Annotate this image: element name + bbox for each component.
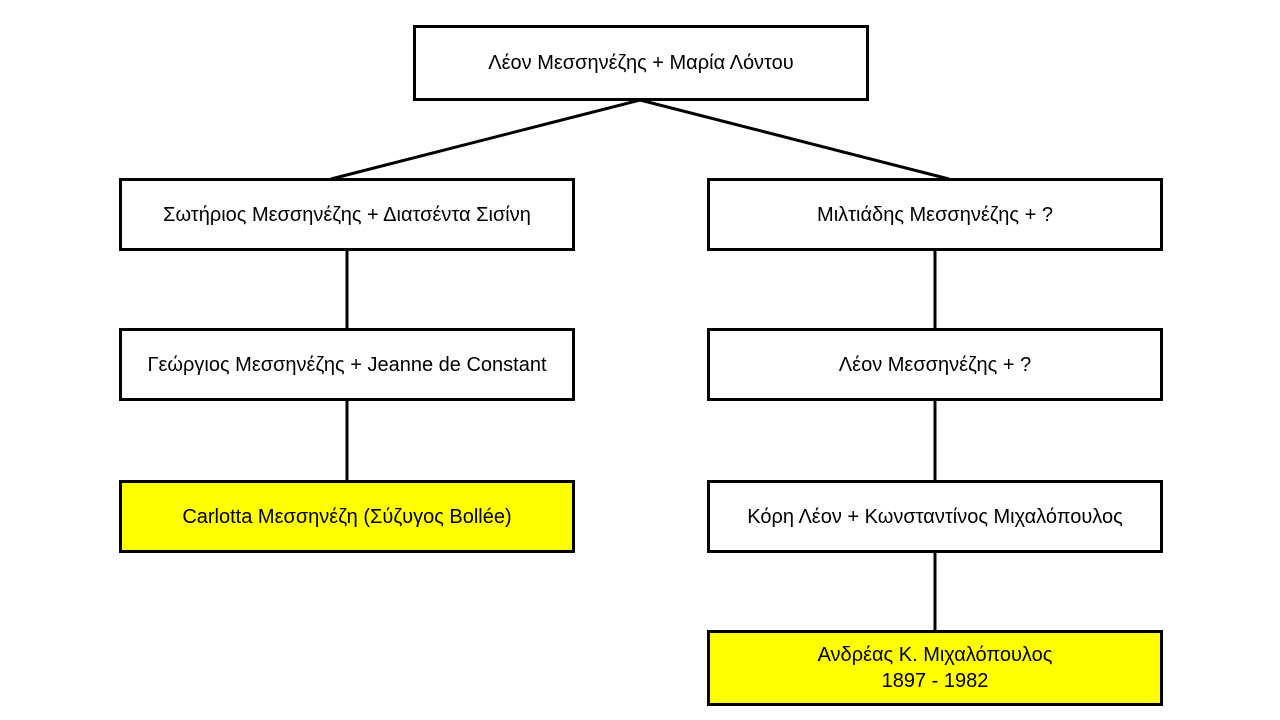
node-georgios-messinezis-jeanne-de-constant: Γεώργιος Μεσσηνέζης + Jeanne de Constant [119,328,575,401]
node-carlotta-messinezi-highlighted: Carlotta Μεσσηνέζη (Σύζυγος Bollée) [119,480,575,553]
node-label: Carlotta Μεσσηνέζη (Σύζυγος Bollée) [182,505,512,528]
node-sotirios-messinezis-diatsenta-sisini: Σωτήριος Μεσσηνέζης + Διατσέντα Σισίνη [119,178,575,251]
node-leon-messinezis-2: Λέον Μεσσηνέζης + ? [707,328,1163,401]
node-label: Λέον Μεσσηνέζης + Μαρία Λόντου [488,52,794,74]
node-label: Σωτήριος Μεσσηνέζης + Διατσέντα Σισίνη [163,203,531,226]
node-label: Μιλτιάδης Μεσσηνέζης + ? [817,203,1053,226]
node-andreas-michalopoulos-highlighted: Ανδρέας Κ. Μιχαλόπουλος 1897 - 1982 [707,630,1163,706]
node-label: Ανδρέας Κ. Μιχαλόπουλος [817,644,1053,666]
node-kori-leon-konstantinos-michalopoulos: Κόρη Λέον + Κωνσταντίνος Μιχαλόπουλος [707,480,1163,553]
node-dates: 1897 - 1982 [881,670,989,692]
node-label: Γεώργιος Μεσσηνέζης + Jeanne de Constant [147,353,547,376]
connector-root-to-gen2-left [330,98,641,181]
node-label: Κόρη Λέον + Κωνσταντίνος Μιχαλόπουλος [747,505,1123,528]
node-label: Λέον Μεσσηνέζης + ? [838,353,1032,376]
node-leon-messinezis-maria-lontou: Λέον Μεσσηνέζης + Μαρία Λόντου [413,25,869,101]
connector-root-to-gen2-right [639,98,950,181]
node-miltiadis-messinezis: Μιλτιάδης Μεσσηνέζης + ? [707,178,1163,251]
